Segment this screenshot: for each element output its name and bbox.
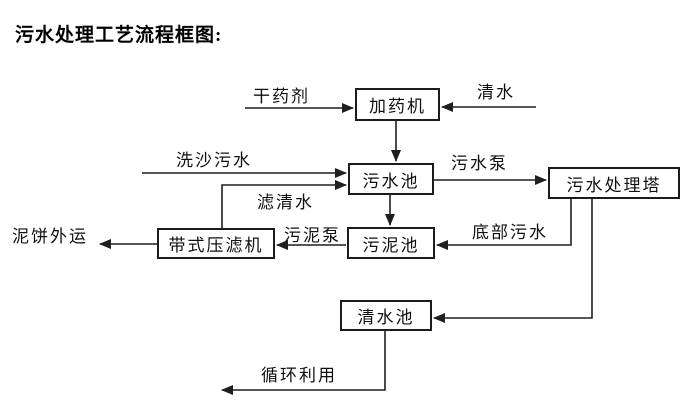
node-sewage-treatment-tower: 污水处理塔 xyxy=(548,167,680,199)
edge-label-clear-water: 清水 xyxy=(477,83,515,102)
node-dosing-machine: 加药机 xyxy=(355,88,440,121)
arrow-recycling xyxy=(221,331,386,395)
arrow-bottom-sewage-to-sludge-pool xyxy=(436,198,572,250)
arrow-tower-to-clear-water-pool xyxy=(433,198,593,323)
edge-label-recycling: 循环利用 xyxy=(261,366,337,385)
node-sludge-pool: 污泥池 xyxy=(347,227,435,259)
edge-label-filtered-water: 滤清水 xyxy=(257,193,314,212)
node-belt-filter-press: 带式压滤机 xyxy=(157,228,275,259)
edge-label-dry-chemical: 干药剂 xyxy=(253,87,310,106)
edge-label-mud-cake-outbound: 泥饼外运 xyxy=(12,227,88,246)
node-sewage-pool: 污水池 xyxy=(348,163,434,195)
node-clear-water-pool: 清水池 xyxy=(340,300,432,331)
diagram-title: 污水处理工艺流程框图: xyxy=(15,25,223,46)
edge-label-sewage-pump: 污水泵 xyxy=(451,154,508,173)
edge-label-sand-washing-sewage: 洗沙污水 xyxy=(176,151,252,170)
arrow-filtered-water-to-sewage-pool xyxy=(221,180,347,228)
edge-label-sludge-pump: 污泥泵 xyxy=(284,226,341,245)
edge-label-bottom-sewage: 底部污水 xyxy=(472,223,548,242)
